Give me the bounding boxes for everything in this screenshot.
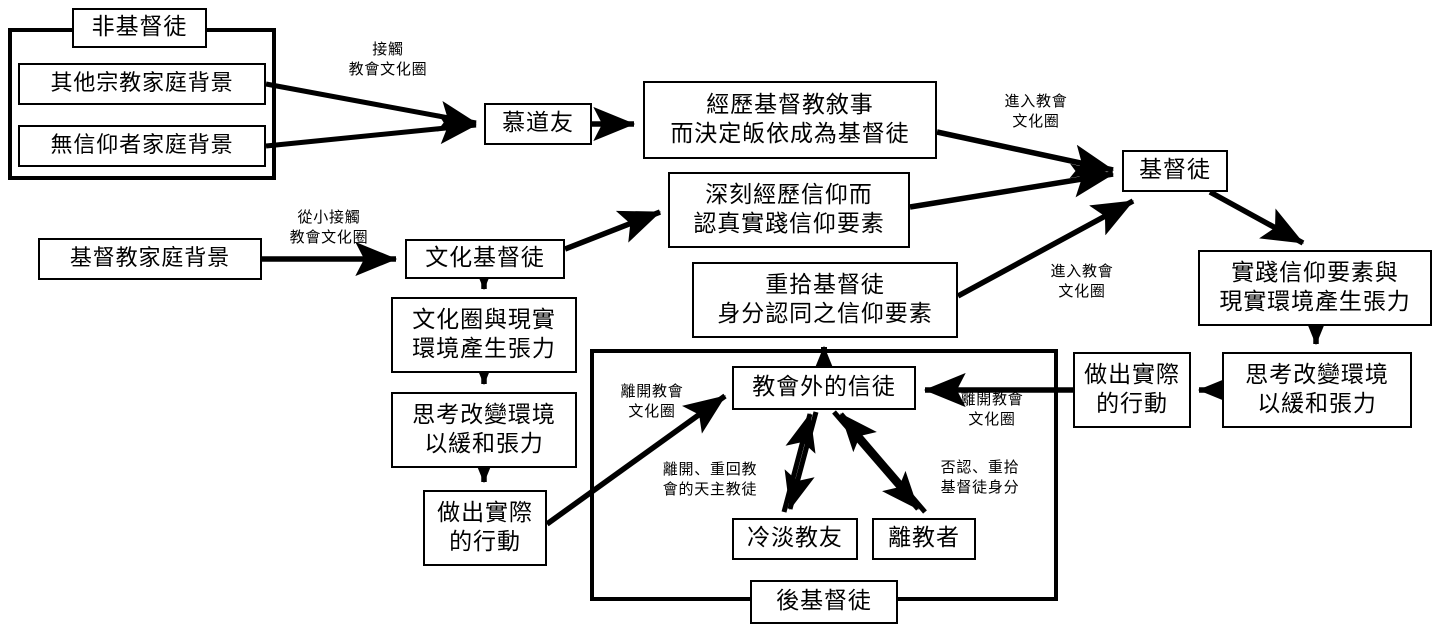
edge-label-deny-regain-identity: 否認、重拾 基督徒身分 [940,458,1020,496]
edge-apostate-to-outsidebeliever [839,412,927,514]
edge-conversion-to-christian [936,129,1115,179]
edge-label-enter-church-top: 進入教會 文化圈 [1004,92,1068,130]
edge-deepfaith-to-christian [909,163,1115,210]
edge-label-leave-return-catholic: 離開、重回教 會的天主教徒 [662,460,758,498]
group-label-post-christian: 後基督徒 [750,580,898,624]
edge-lukewarm-to-outsidebeliever [781,413,816,513]
node-apostate: 離教者 [872,518,976,560]
edge-regainidentity-to-christian [956,198,1135,299]
group-label-non-christian: 非基督徒 [72,8,207,48]
node-christian-family-background: 基督教家庭背景 [38,238,262,280]
node-other-religion-background: 其他宗教家庭背景 [18,63,266,105]
edge-label-childhood-contact-church: 從小接觸 教會文化圈 [289,208,369,246]
node-regain-christian-identity: 重拾基督徒 身分認同之信仰要素 [692,262,958,338]
node-take-action-left: 做出實際 的行動 [423,490,547,566]
edge-label-enter-church-middle: 進入教會 文化圈 [1050,262,1114,300]
node-conversion-decision: 經歷基督教敘事 而決定皈依成為基督徒 [643,81,937,159]
node-lukewarm-believer: 冷淡教友 [732,518,858,560]
node-seeker: 慕道友 [484,103,592,145]
edge-actionleft-to-outsidebeliever [545,393,727,527]
node-no-faith-background: 無信仰者家庭背景 [18,125,266,167]
node-take-action-right: 做出實際 的行動 [1073,352,1191,428]
edge-label-contact-church-culture: 接觸 教會文化圈 [348,40,428,78]
node-think-change-environment-left: 思考改變環境 以緩和張力 [391,392,577,468]
node-deep-faith-practice: 深刻經歷信仰而 認真實踐信仰要素 [668,172,910,248]
edge-cultural-to-deepfaith [564,209,662,252]
node-practice-tension: 實踐信仰要素與 現實環境產生張力 [1198,250,1432,326]
node-culture-tension: 文化圈與現實 環境產生張力 [391,297,577,373]
edge-label-leave-church-left: 離開教會 文化圈 [620,382,684,420]
node-think-change-environment-right: 思考改變環境 以緩和張力 [1222,352,1412,428]
node-christian: 基督徒 [1122,150,1228,192]
edge-no-faith-to-seeker [265,113,477,149]
node-cultural-christian: 文化基督徒 [405,239,565,279]
edge-christian-to-practicetension [1208,189,1305,246]
edge-label-leave-church-right: 離開教會 文化圈 [960,390,1024,428]
edge-other-religion-to-seeker [265,81,477,132]
node-believer-outside-church: 教會外的信徒 [732,366,916,410]
